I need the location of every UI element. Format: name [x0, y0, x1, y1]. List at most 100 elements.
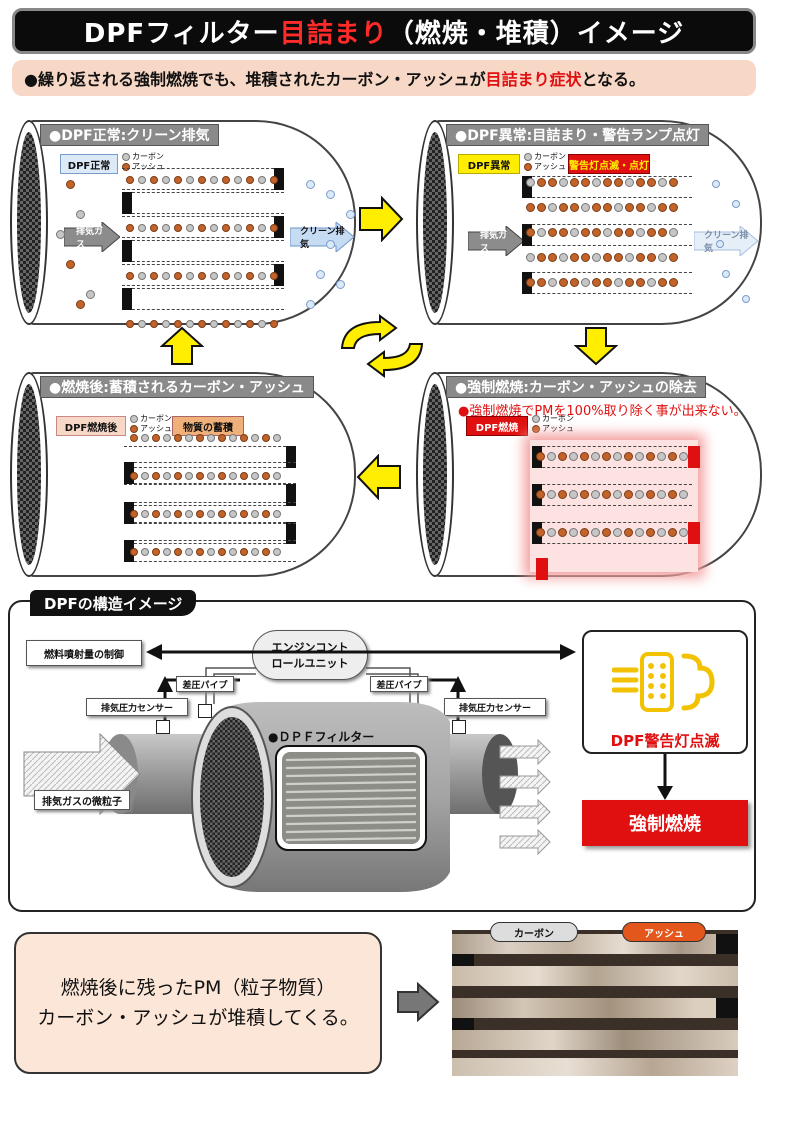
- particle: [602, 528, 611, 537]
- particle: [273, 510, 281, 518]
- particle: [722, 270, 730, 278]
- particle: [580, 528, 589, 537]
- particle: [558, 528, 567, 537]
- particle: [130, 434, 138, 442]
- channel-plug: [286, 484, 296, 506]
- particle: [198, 320, 206, 328]
- panel-forced: ●強制燃焼:カーボン・アッシュの除去 ●強制燃焼でPMを100%取り除く事が出来…: [412, 372, 782, 580]
- exhaust-in-label: 排気ガス: [76, 227, 104, 250]
- legend-ash: アッシュ: [132, 162, 164, 171]
- particle: [536, 452, 545, 461]
- dpf-filter-label: ●ＤＰＦフィルター: [268, 730, 375, 744]
- particle: [218, 434, 226, 442]
- particle: [174, 320, 182, 328]
- particle: [229, 434, 237, 442]
- particle: [526, 253, 535, 262]
- particle: [558, 452, 567, 461]
- filter-channel: [122, 288, 284, 310]
- dpf-device: [23, 702, 551, 892]
- particle: [537, 178, 546, 187]
- pipe-port-left: [198, 704, 212, 718]
- legend: カーボン アッシュ: [524, 152, 566, 172]
- particle: [174, 176, 182, 184]
- particle: [198, 176, 206, 184]
- particle: [603, 203, 612, 212]
- particle: [196, 434, 204, 442]
- particle: [150, 272, 158, 280]
- particle: [185, 472, 193, 480]
- particle: [669, 278, 678, 287]
- filter-channel: [522, 224, 692, 246]
- particle: [658, 178, 667, 187]
- particle: [240, 434, 248, 442]
- channel-plug: [274, 168, 284, 190]
- filter-channel: [124, 540, 296, 562]
- particle: [152, 548, 160, 556]
- sensor-port-right: [452, 720, 466, 734]
- particle: [222, 272, 230, 280]
- exhaust-in-label: 排気ガス: [480, 231, 508, 254]
- status-tag: DPF正常: [60, 154, 118, 174]
- particle: [66, 180, 75, 189]
- burn-plug: [688, 446, 700, 468]
- particle: [130, 472, 138, 480]
- particle: [581, 228, 590, 237]
- particle: [207, 472, 215, 480]
- flow-arrow-right: [359, 196, 404, 242]
- particle: [126, 320, 134, 328]
- channel-plug: [522, 176, 532, 198]
- particle: [668, 490, 677, 499]
- channel-plug: [286, 522, 296, 544]
- particle: [614, 278, 623, 287]
- summary-arrow: [397, 982, 440, 1022]
- particle: [234, 224, 242, 232]
- particle: [174, 472, 182, 480]
- filter-channel: [124, 462, 296, 484]
- particle: [647, 203, 656, 212]
- particle: [657, 528, 666, 537]
- subtitle-suffix: となる。: [581, 70, 646, 89]
- particle: [240, 510, 248, 518]
- filter-face: [416, 120, 454, 325]
- particle: [336, 280, 345, 289]
- particle: [646, 452, 655, 461]
- channel-plug: [124, 540, 134, 562]
- particle: [234, 320, 242, 328]
- channel-plug: [274, 216, 284, 238]
- particle: [742, 295, 750, 303]
- subtitle-prefix: ●繰り返される強制燃焼でも、堆積されたカーボン・アッシュが: [24, 70, 486, 89]
- particle: [591, 528, 600, 537]
- particle: [614, 203, 623, 212]
- particle: [636, 228, 645, 237]
- particle: [536, 528, 545, 537]
- particle: [592, 203, 601, 212]
- particle: [163, 510, 171, 518]
- particle: [558, 490, 567, 499]
- particle: [548, 278, 557, 287]
- particle: [174, 272, 182, 280]
- particle: [570, 228, 579, 237]
- panel-header: ●DPF正常:クリーン排気: [40, 124, 219, 146]
- particle: [658, 278, 667, 287]
- forced-note: ●強制燃焼でPMを100%取り除く事が出来ない。: [458, 404, 747, 419]
- summary-line1: 燃焼後に残ったPM（粒子物質）: [60, 977, 336, 999]
- title-prefix: DPFフィルター: [83, 18, 280, 49]
- fuel-control-box: 燃料噴射量の制御: [26, 640, 142, 666]
- particle: [270, 272, 278, 280]
- flow-arrow-down: [574, 327, 618, 366]
- particle: [210, 224, 218, 232]
- particle: [526, 178, 535, 187]
- particle: [185, 510, 193, 518]
- particle: [198, 272, 206, 280]
- particle: [262, 434, 270, 442]
- channel-plug: [124, 462, 134, 484]
- particle: [614, 228, 623, 237]
- structure-frame: [8, 600, 756, 912]
- particle: [669, 178, 678, 187]
- particle: [625, 203, 634, 212]
- burn-plug: [536, 558, 548, 580]
- particle: [712, 180, 720, 188]
- sensor-right: 排気圧力センサー: [444, 698, 546, 716]
- particle: [580, 452, 589, 461]
- particle: [548, 228, 557, 237]
